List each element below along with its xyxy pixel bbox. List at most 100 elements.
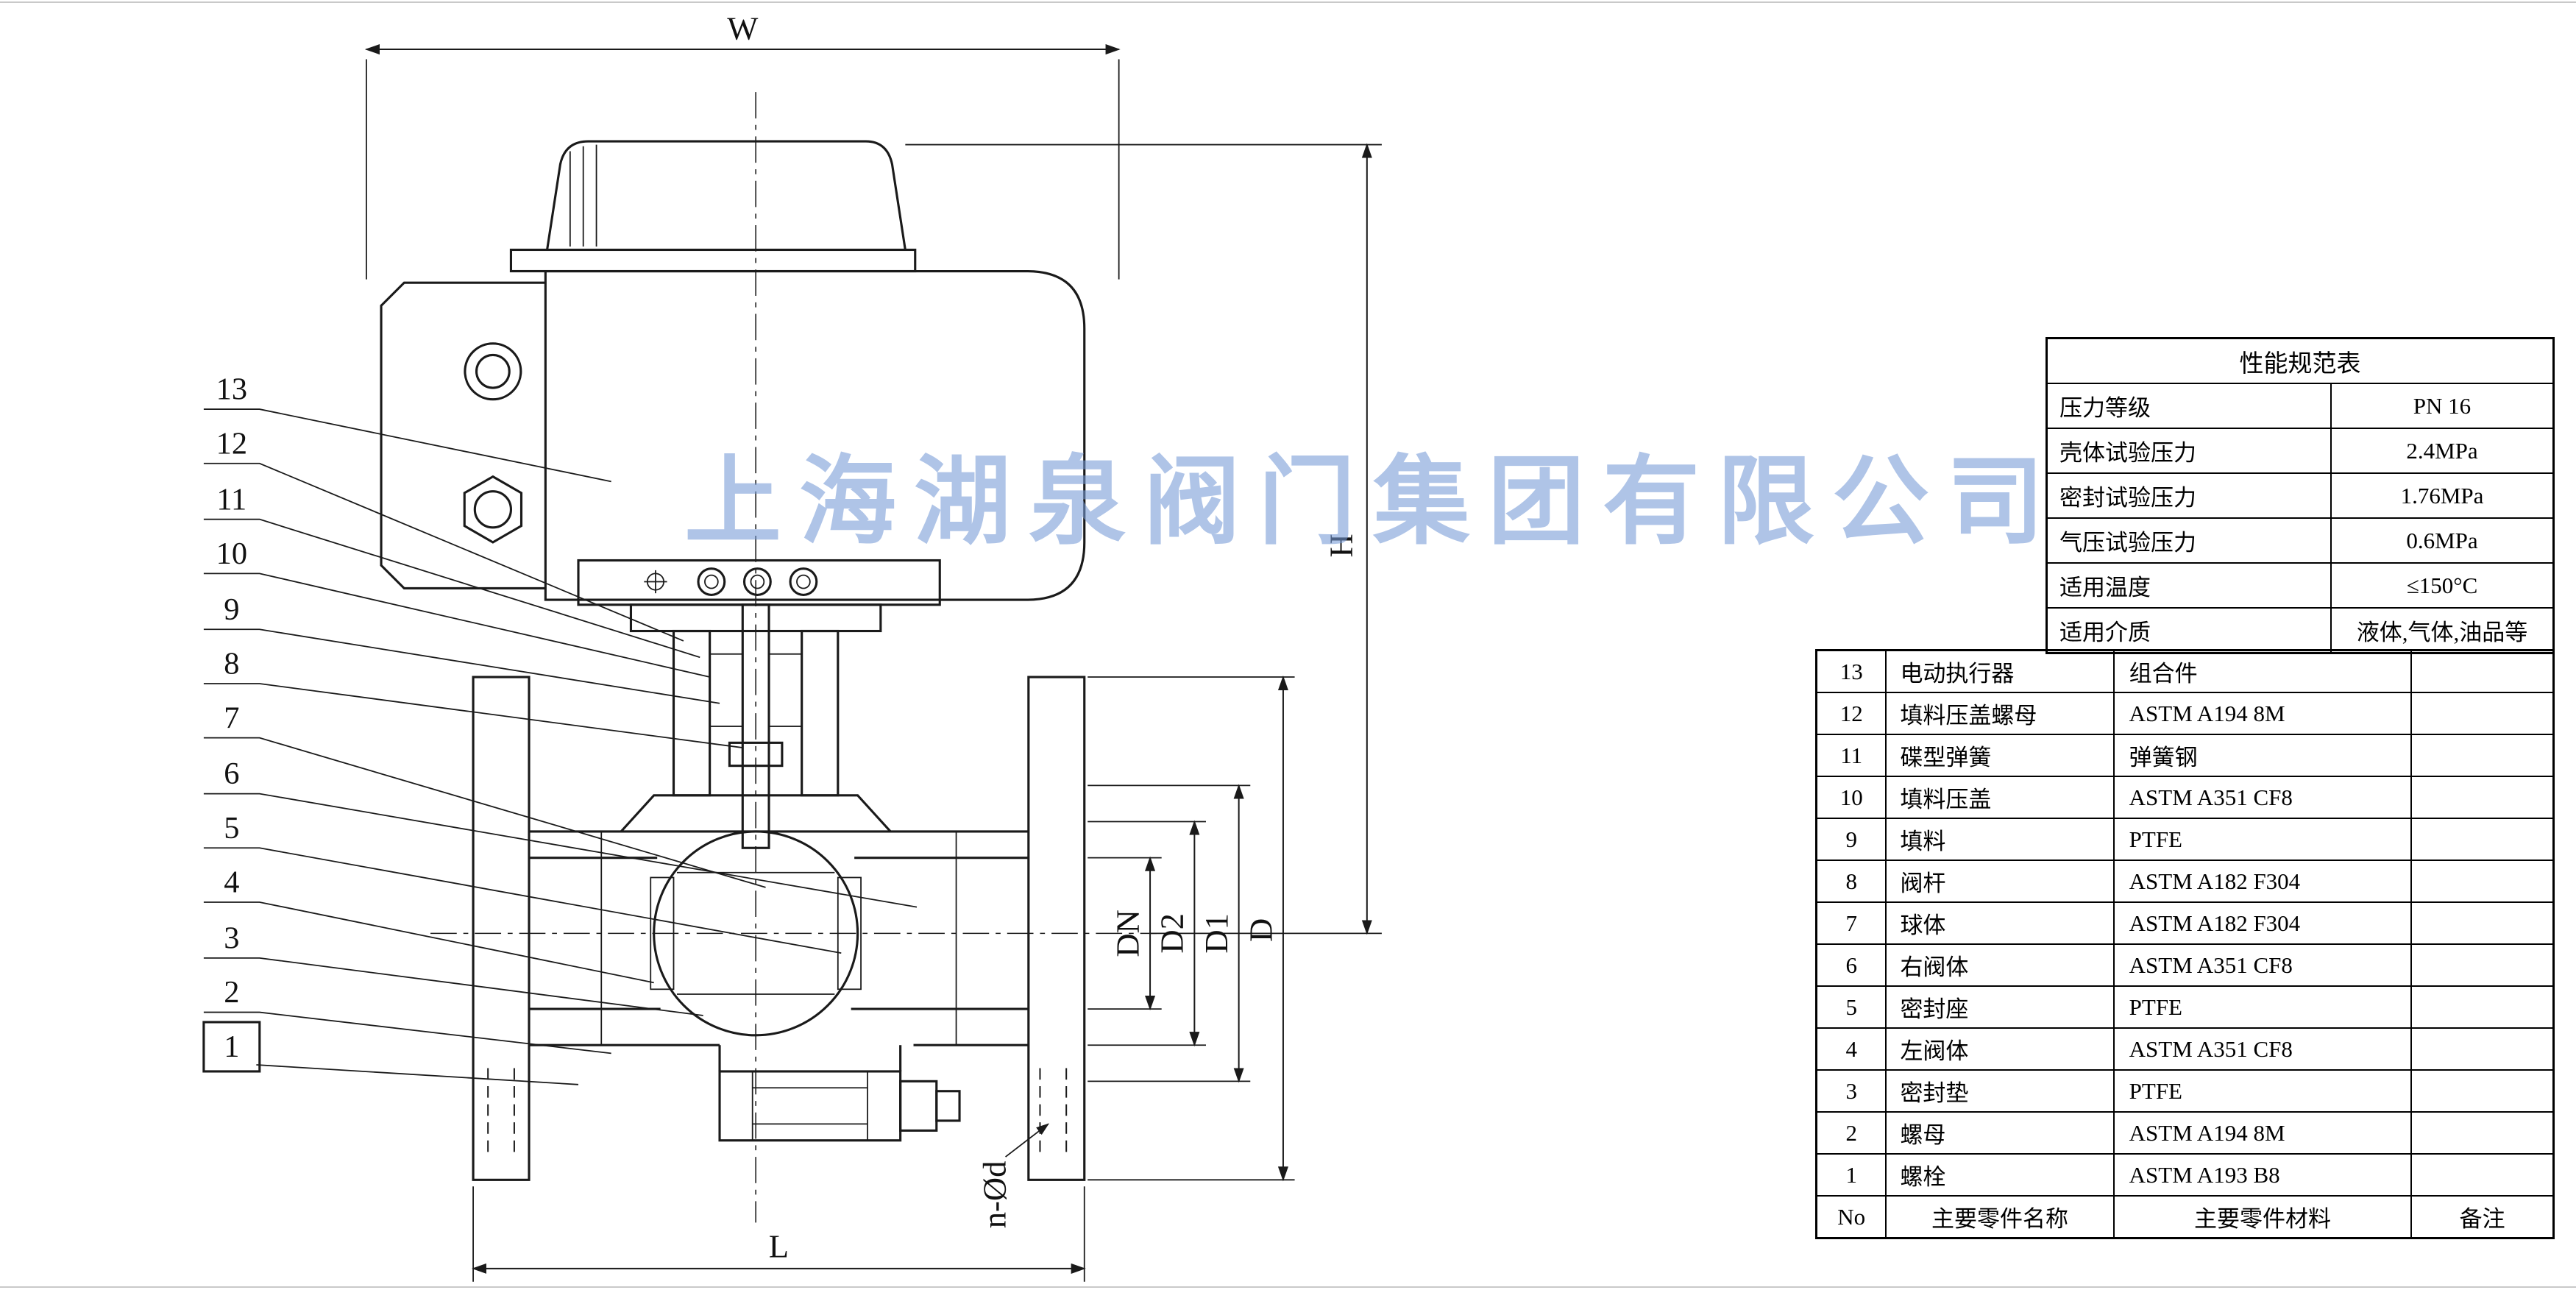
part-material: ASTM A182 F304 xyxy=(2112,901,2413,945)
part-no: 7 xyxy=(1815,901,1887,945)
right-flange xyxy=(1027,676,1086,1181)
part-no: 9 xyxy=(1815,818,1887,861)
dim-label-d: D xyxy=(1242,918,1279,942)
part-name: 填料 xyxy=(1885,818,2115,861)
part-number-label: 7 xyxy=(224,701,239,735)
table-row: 12 填料压盖螺母 ASTM A194 8M xyxy=(1815,692,2555,735)
dim-label-d2: D2 xyxy=(1154,913,1191,954)
dim-label-dn: DN xyxy=(1109,910,1146,957)
parts-list-table: 13 电动执行器 组合件 12 填料压盖螺母 ASTM A194 8M 11 碟… xyxy=(1815,649,2555,1239)
table-row: 5 密封座 PTFE xyxy=(1815,985,2555,1029)
part-number-label: 4 xyxy=(224,865,239,900)
table-row: 11 碟型弹簧 弹簧钢 xyxy=(1815,734,2555,777)
scan-edge-line-top xyxy=(0,1,2576,3)
part-remark xyxy=(2410,901,2555,945)
spec-table-title: 性能规范表 xyxy=(2045,337,2555,384)
part-name: 球体 xyxy=(1885,901,2115,945)
mounting-bracket xyxy=(577,559,941,606)
part-no: 3 xyxy=(1815,1069,1887,1113)
part-material: PTFE xyxy=(2112,985,2413,1029)
scan-edge-line-bottom xyxy=(0,1286,2576,1288)
part-remark xyxy=(2410,692,2555,735)
performance-spec-table: 性能规范表 压力等级 PN 16 壳体试验压力 2.4MPa 密封试验压力 1.… xyxy=(2045,337,2555,654)
part-name: 电动执行器 xyxy=(1885,649,2115,693)
part-name: 左阀体 xyxy=(1885,1027,2115,1071)
part-remark xyxy=(2410,818,2555,861)
part-name: 阀杆 xyxy=(1885,860,2115,903)
part-no: 5 xyxy=(1815,985,1887,1029)
part-no: 13 xyxy=(1815,649,1887,693)
dim-label-w: W xyxy=(727,10,759,47)
left-flange xyxy=(472,676,531,1181)
part-material: 弹簧钢 xyxy=(2112,734,2413,777)
part-remark xyxy=(2410,1111,2555,1155)
part-no: 6 xyxy=(1815,943,1887,987)
dim-label-l: L xyxy=(769,1227,789,1264)
part-name: 密封座 xyxy=(1885,985,2115,1029)
spec-row: 密封试验压力 1.76MPa xyxy=(2045,472,2555,519)
spec-value: 液体,气体,油品等 xyxy=(2330,607,2555,654)
spec-row: 适用温度 ≤150°C xyxy=(2045,562,2555,609)
part-name: 螺栓 xyxy=(1885,1153,2115,1197)
actuator-housing xyxy=(544,269,1086,601)
part-material: ASTM A194 8M xyxy=(2112,692,2413,735)
spec-label: 密封试验压力 xyxy=(2045,472,2332,519)
part-remark xyxy=(2410,649,2555,693)
table-row: 7 球体 ASTM A182 F304 xyxy=(1815,901,2555,945)
part-number-label: 1 xyxy=(224,1029,239,1064)
spec-value: 2.4MPa xyxy=(2330,428,2555,474)
spec-value: 0.6MPa xyxy=(2330,517,2555,564)
valve-body xyxy=(472,676,1086,1181)
parts-table-header-row: No 主要零件名称 主要零件材料 备注 xyxy=(1815,1195,2555,1239)
dimension-lines: W H L DN D2 D1 xyxy=(364,10,1382,1282)
table-row: 4 左阀体 ASTM A351 CF8 xyxy=(1815,1027,2555,1071)
part-no: 10 xyxy=(1815,776,1887,819)
part-material: PTFE xyxy=(2112,1069,2413,1113)
dim-label-d1: D1 xyxy=(1198,913,1235,954)
part-callouts: 13 12 11 10 9 8 7 6 5 4 3 2 1 xyxy=(202,372,918,1085)
part-no: 8 xyxy=(1815,860,1887,903)
part-remark xyxy=(2410,1027,2555,1071)
header-remark: 备注 xyxy=(2410,1195,2555,1239)
header-no: No xyxy=(1815,1195,1887,1239)
table-row: 13 电动执行器 组合件 xyxy=(1815,649,2555,693)
spec-title-row: 性能规范表 xyxy=(2045,337,2555,384)
part-material: PTFE xyxy=(2112,818,2413,861)
part-material: ASTM A351 CF8 xyxy=(2112,776,2413,819)
part-remark xyxy=(2410,734,2555,777)
part-name: 右阀体 xyxy=(1885,943,2115,987)
header-material: 主要零件材料 xyxy=(2112,1195,2413,1239)
part-name: 填料压盖 xyxy=(1885,776,2115,819)
spec-value: PN 16 xyxy=(2330,383,2555,429)
spec-row: 适用介质 液体,气体,油品等 xyxy=(2045,607,2555,654)
watermark: 上海湖泉阀门集团有限公司 xyxy=(684,448,2062,556)
spec-label: 壳体试验压力 xyxy=(2045,428,2332,474)
stem-collar xyxy=(728,741,784,768)
part-remark xyxy=(2410,1069,2555,1113)
spec-label: 适用温度 xyxy=(2045,562,2332,609)
part-number-label: 2 xyxy=(224,975,239,1010)
part-name: 密封垫 xyxy=(1885,1069,2115,1113)
part-material: 组合件 xyxy=(2112,649,2413,693)
part-remark xyxy=(2410,985,2555,1029)
part-material: ASTM A193 B8 xyxy=(2112,1153,2413,1197)
table-row: 6 右阀体 ASTM A351 CF8 xyxy=(1815,943,2555,987)
part-material: ASTM A194 8M xyxy=(2112,1111,2413,1155)
part-remark xyxy=(2410,860,2555,903)
table-row: 3 密封垫 PTFE xyxy=(1815,1069,2555,1113)
part-no: 12 xyxy=(1815,692,1887,735)
part-material: ASTM A182 F304 xyxy=(2112,860,2413,903)
spec-label: 气压试验压力 xyxy=(2045,517,2332,564)
center-lines xyxy=(430,92,1157,1223)
drain-bolt xyxy=(935,1090,961,1122)
part-remark xyxy=(2410,1153,2555,1197)
part-number-label: 13 xyxy=(216,372,247,407)
spec-label: 压力等级 xyxy=(2045,383,2332,429)
packing xyxy=(709,653,744,727)
part-material: ASTM A351 CF8 xyxy=(2112,1027,2413,1071)
table-row: 1 螺栓 ASTM A193 B8 xyxy=(1815,1153,2555,1197)
part-no: 11 xyxy=(1815,734,1887,777)
left-seat xyxy=(650,876,675,990)
spec-value: 1.76MPa xyxy=(2330,472,2555,519)
